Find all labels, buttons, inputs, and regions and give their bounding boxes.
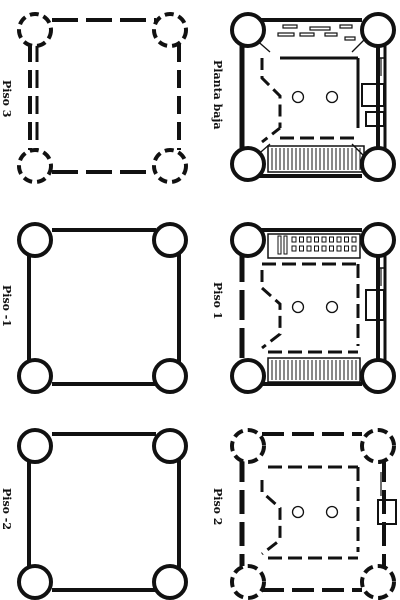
piso-2-side-annex [377,472,397,525]
room-cell [351,236,357,243]
room-cell [321,236,327,243]
planta-baja-towers [230,12,396,182]
room-cell [329,236,334,243]
piso-1-towers [230,222,396,394]
room-cell [329,245,334,252]
planta-baja-top-rooms [277,24,356,41]
plan-piso-minus-2: Piso -2 [0,428,188,600]
piso-2-towers [230,428,396,600]
piso-1-staircase [267,357,361,383]
column [325,300,339,314]
plan-piso-1: Piso 1 [211,222,396,394]
column [291,505,305,519]
planta-baja-tower-connectors [253,37,367,159]
piso-3-walls [28,18,181,174]
room-cell [336,236,342,243]
column [291,300,305,314]
piso-minus-1-walls [27,228,181,386]
piso-1-walls [239,228,387,386]
label-planta-baja: Planta baja [211,60,224,130]
column [325,90,339,104]
piso-minus-2-towers [17,428,188,600]
planta-baja-walls [239,18,387,178]
room-cell [306,236,312,243]
room-cell [336,245,342,252]
piso-minus-2-walls [27,432,181,592]
room-cell [291,236,297,243]
label-piso-3: Piso 3 [0,80,13,117]
label-piso-2: Piso 2 [211,488,224,525]
planta-baja-staircase [267,145,365,173]
plan-planta-baja: Planta baja [211,12,396,182]
room-cell [299,236,304,243]
room-cell [351,245,357,252]
planta-baja-side-annex [361,57,385,127]
piso-1-upper-rooms [267,233,361,259]
plan-piso-2: Piso 2 [211,428,397,600]
label-piso-minus-2: Piso -2 [0,488,13,530]
plan-piso-minus-1: Piso -1 [0,222,188,394]
plan-piso-3: Piso 3 [0,12,188,184]
piso-2-walls [239,432,386,592]
piso-minus-1-towers [17,222,188,394]
room-cell [306,245,312,252]
room-cell [299,245,304,252]
piso-3-towers [17,12,188,184]
room-cell [344,236,349,243]
label-piso-minus-1: Piso -1 [0,285,13,327]
column [325,505,339,519]
room-cell [344,245,349,252]
column [291,90,305,104]
room-cell [314,236,319,243]
label-piso-1: Piso 1 [211,282,224,319]
piso-1-side-annex [365,267,385,321]
piso-1-inner-hall [260,262,360,354]
room-cell [314,245,319,252]
room-cell [291,245,297,252]
room-cell [321,245,327,252]
piso-2-inner-hall [260,465,360,560]
planta-baja-inner-hall [260,56,360,144]
